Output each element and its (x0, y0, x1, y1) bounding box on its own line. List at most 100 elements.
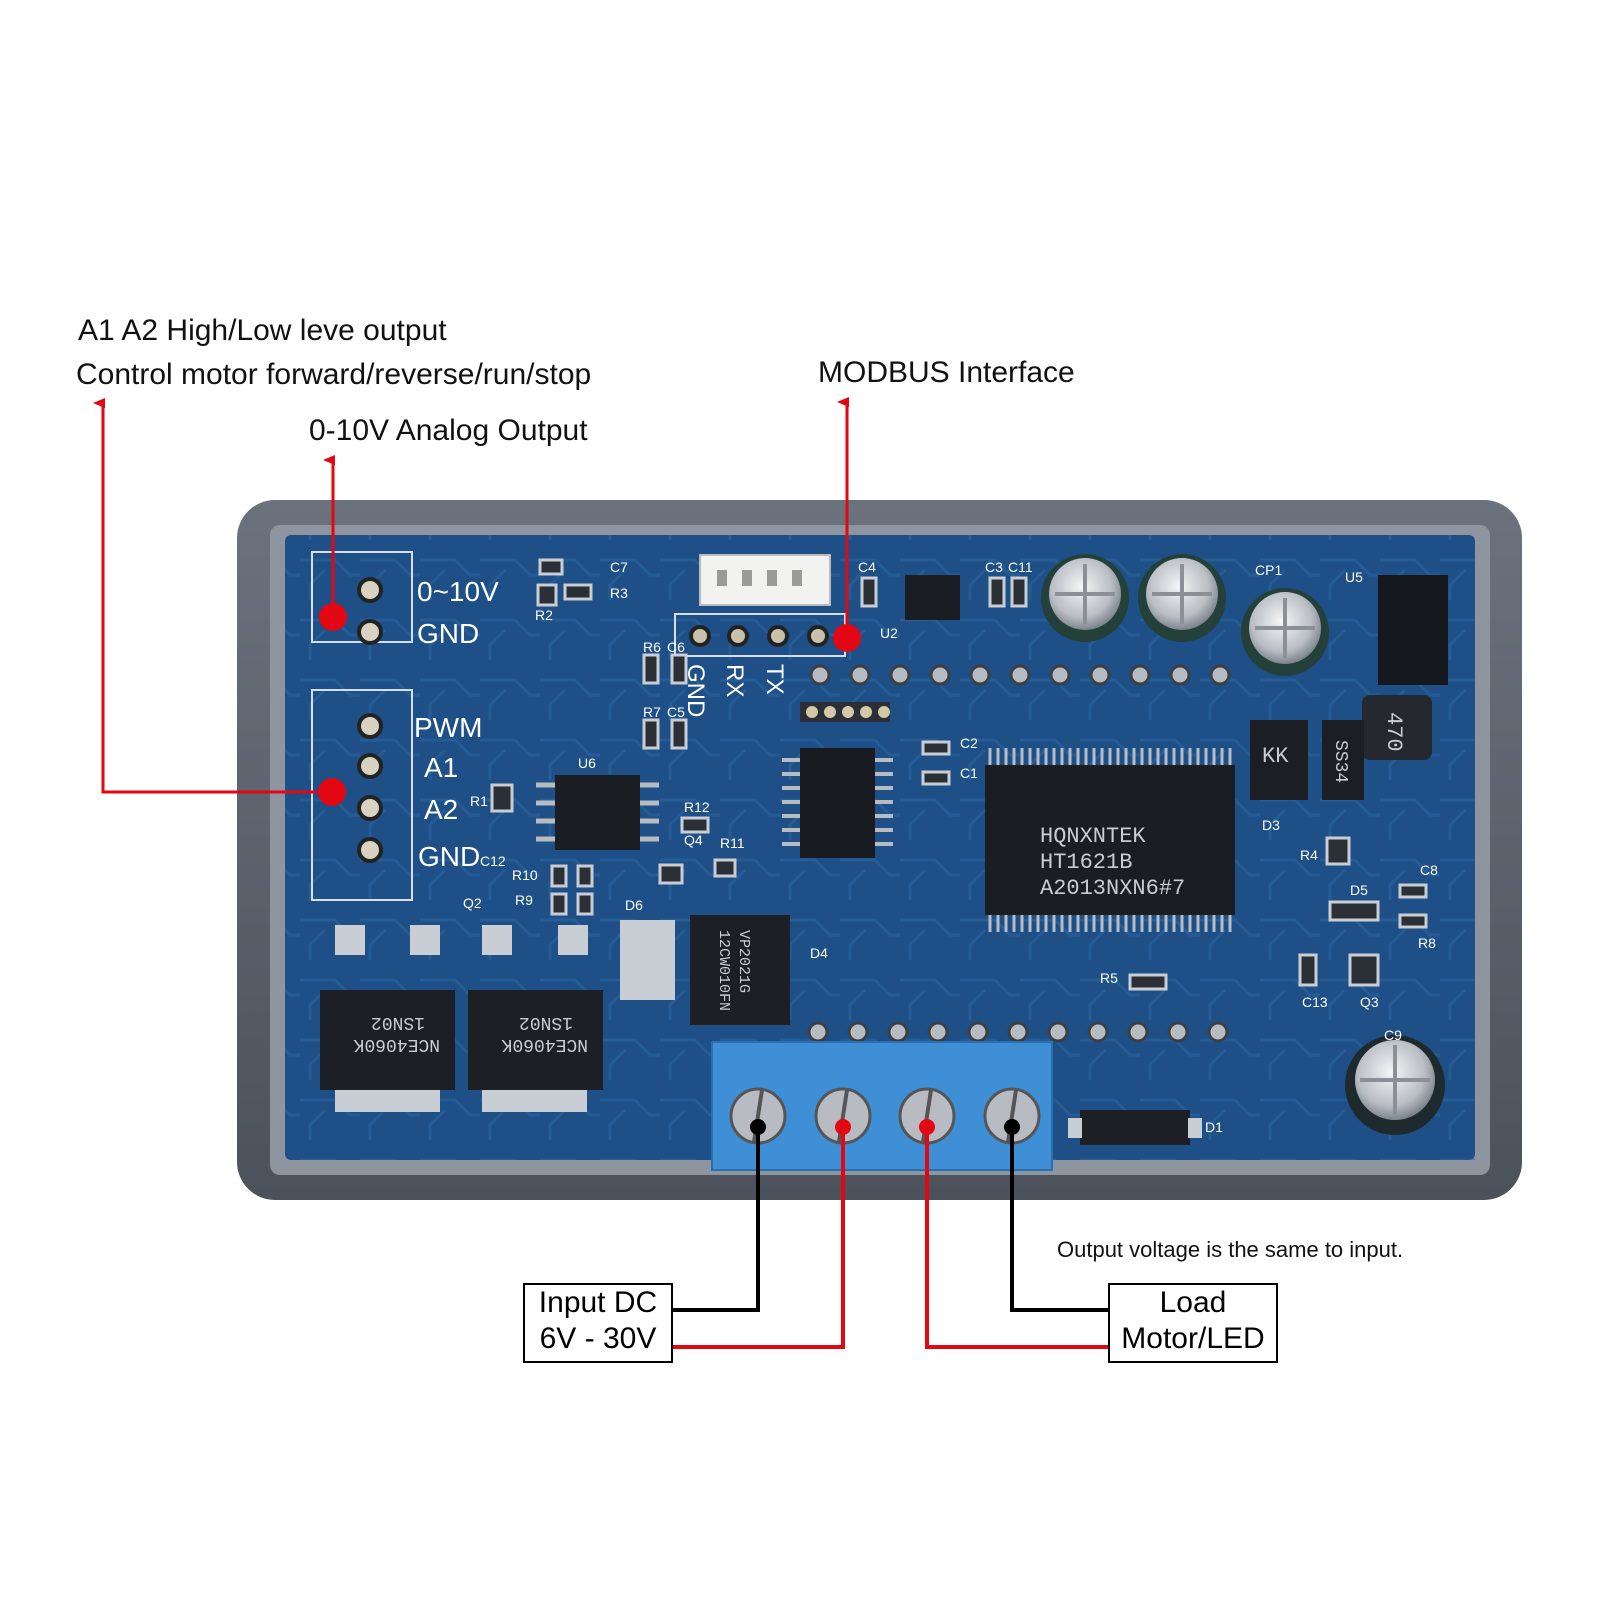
display-pins-bottom (807, 1021, 1229, 1043)
ref-c6: C6 (667, 639, 685, 655)
ref-r7: R7 (643, 704, 661, 720)
mosfet-2-line1: NCE4060K (501, 1034, 588, 1054)
ref-q2: Q2 (463, 895, 482, 911)
display-pins-top (809, 664, 1231, 686)
load-line2: Motor/LED (1121, 1322, 1265, 1355)
regulator-line2: VP2021G (735, 930, 752, 993)
ref-c11: C11 (1008, 559, 1033, 575)
ht1621b-line2: HT1621B (1040, 850, 1132, 875)
header-label-tx: TX (761, 664, 788, 695)
capacitor-2 (1138, 554, 1226, 642)
ref-r1: R1 (470, 793, 488, 809)
load-box: Load Motor/LED (1108, 1283, 1278, 1363)
annotation-output-note: Output voltage is the same to input. (1057, 1237, 1404, 1262)
ref-u5: U5 (1345, 569, 1363, 585)
ref-r6: R6 (643, 639, 661, 655)
wire-load-pos (925, 1127, 1110, 1349)
diode-kk (1250, 720, 1308, 800)
modbus-holes (689, 625, 829, 647)
ref-u2: U2 (880, 625, 898, 641)
ref-r8: R8 (1418, 935, 1436, 951)
ref-r5: R5 (1100, 970, 1118, 986)
ref-c5: C5 (667, 704, 685, 720)
dot-analog (319, 603, 347, 631)
leader-a1a2 (93, 398, 332, 794)
ref-r3: R3 (610, 585, 628, 601)
ref-c8: C8 (1420, 862, 1438, 878)
ref-c12: C12 (480, 853, 506, 869)
ht1621b-leads (988, 748, 1232, 932)
wire-input-pos (672, 1127, 845, 1349)
mosfet-1: NCE4060K 1SN02 (320, 925, 455, 1112)
pin-holes (357, 577, 383, 863)
ic-u6 (555, 775, 640, 850)
ref-c3: C3 (985, 559, 1003, 575)
ht1621b-line3: A2013NXN6#7 (1040, 876, 1185, 901)
mosfet-1-line1: NCE4060K (353, 1034, 440, 1054)
ref-r10: R10 (512, 867, 538, 883)
mcu-leads (782, 758, 893, 846)
input-dc-line1: Input DC (538, 1286, 658, 1319)
pin-label-gnd-bottom: GND (418, 841, 480, 872)
annotation-a1a2-line1: A1 A2 High/Low leve output (78, 314, 447, 347)
pin-label-gnd-top: GND (417, 618, 479, 649)
isp-header (800, 702, 890, 722)
dot-term-2 (835, 1119, 851, 1135)
wire-load-neg (1010, 1127, 1110, 1312)
ref-r4: R4 (1300, 847, 1318, 863)
pin-label-pwm: PWM (414, 712, 482, 743)
diode-ss34 (1322, 720, 1364, 800)
mosfet-1-line2: 1SN02 (371, 1012, 425, 1032)
ref-r9: R9 (515, 892, 533, 908)
diode-kk-label: KK (1262, 744, 1289, 769)
capacitor-3 (1241, 588, 1329, 676)
annotation-modbus: MODBUS Interface (818, 356, 1075, 389)
regulator (690, 915, 790, 1025)
ref-q3: Q3 (1360, 994, 1379, 1010)
ref-d5: D5 (1350, 882, 1368, 898)
load-line1: Load (1159, 1286, 1227, 1319)
ref-q4: Q4 (684, 832, 703, 848)
ref-d6: D6 (625, 897, 643, 913)
ic-u5 (1378, 575, 1448, 685)
dot-modbus (833, 624, 861, 652)
ic-ht1621b (985, 765, 1235, 915)
ref-d1: D1 (1205, 1119, 1223, 1135)
ref-cp1: CP1 (1255, 562, 1282, 578)
regulator-line1: 12CW010FN (715, 930, 732, 1011)
ref-c9: C9 (1384, 1027, 1402, 1043)
dot-term-1 (750, 1119, 766, 1135)
inductor-label: 470 (1381, 712, 1406, 752)
diode-d1 (1080, 1110, 1190, 1145)
ref-c1: C1 (960, 765, 978, 781)
input-dc-box: Input DC 6V - 30V (523, 1283, 673, 1363)
silk-block-control (311, 689, 413, 901)
ref-r2: R2 (535, 607, 553, 623)
diode-ss34-label: SS34 (1330, 740, 1350, 783)
dot-a1a2 (318, 778, 346, 806)
regulator-tab (620, 920, 675, 1000)
ref-r12: R12 (684, 799, 710, 815)
u6-leads (536, 782, 659, 842)
pin-label-a2: A2 (424, 794, 458, 825)
pin-label-a1: A1 (424, 752, 458, 783)
annotation-analog-output: 0-10V Analog Output (309, 414, 588, 447)
ref-d3: D3 (1262, 817, 1280, 833)
ic-mcu (800, 748, 875, 858)
ref-c4: C4 (858, 559, 876, 575)
ref-designators: C7 R2 R3 C4 U2 C3 C11 CP1 U5 R6 C6 R7 C5… (463, 559, 1438, 1135)
ref-u6: U6 (578, 755, 596, 771)
ref-r11: R11 (720, 835, 745, 851)
ref-c7: C7 (610, 559, 628, 575)
header-label-rx: RX (721, 664, 748, 697)
inductor (1362, 695, 1432, 760)
annotation-a1a2-line2: Control motor forward/reverse/run/stop (76, 358, 592, 391)
pin-label-0-10v: 0~10V (417, 576, 499, 607)
ic-u2 (905, 575, 960, 620)
dot-term-4 (1004, 1119, 1020, 1135)
dot-term-3 (919, 1119, 935, 1135)
input-dc-line2: 6V - 30V (539, 1322, 657, 1355)
capacitor-c9 (1345, 1035, 1445, 1135)
ref-c2: C2 (960, 735, 978, 751)
